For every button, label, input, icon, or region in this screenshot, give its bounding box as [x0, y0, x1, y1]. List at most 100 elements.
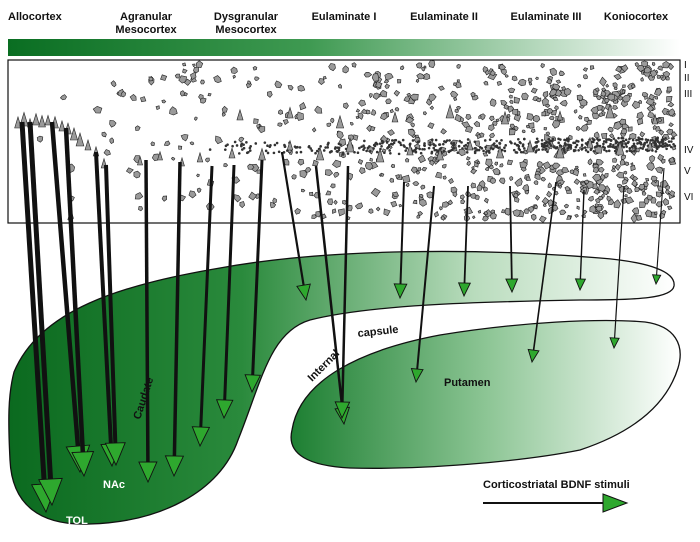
- cortex-cell: [593, 188, 600, 195]
- cortex-cell: [482, 152, 489, 157]
- cortex-cell: [337, 208, 345, 217]
- cortex-cell: [592, 166, 599, 174]
- granule-cell: [586, 150, 590, 154]
- cortex-cell: [624, 161, 630, 166]
- granule-cell: [643, 143, 646, 146]
- granule-cell: [540, 144, 544, 148]
- cortex-cell: [607, 126, 614, 133]
- legend: Corticostriatal BDNF stimuli: [483, 479, 630, 513]
- cortex-cell: [557, 182, 562, 187]
- cortex-cell: [528, 81, 533, 86]
- cortex-cell: [594, 203, 599, 208]
- cortex-cell: [200, 79, 205, 85]
- header-dysgranular-line2: Mesocortex: [215, 24, 277, 36]
- granule-cell: [397, 140, 401, 144]
- granule-cell: [514, 151, 518, 154]
- granule-cell: [596, 144, 600, 147]
- cortex-cell: [394, 107, 400, 112]
- cortex-cell: [614, 163, 621, 171]
- granule-cell: [391, 139, 394, 142]
- granule-cell: [466, 138, 470, 141]
- projection-arrow-shaft: [399, 181, 405, 285]
- granule-cell: [608, 145, 611, 148]
- cortex-cell: [248, 191, 258, 201]
- granule-cell: [423, 147, 426, 151]
- granule-cell: [487, 149, 491, 153]
- cortex-cell: [494, 161, 499, 166]
- header-agranular-line1: Agranular: [120, 11, 173, 23]
- cortex-cell: [429, 105, 434, 111]
- granule-cell: [387, 143, 391, 147]
- granule-cell: [613, 149, 617, 153]
- cortex-cell: [620, 128, 628, 135]
- cortex-cell: [326, 198, 333, 206]
- granule-cell: [523, 147, 526, 150]
- granule-cell: [436, 149, 440, 153]
- cortex-cell: [646, 105, 655, 113]
- cortex-cell: [221, 105, 228, 113]
- cortex-cell: [476, 134, 482, 140]
- granule-cell: [293, 145, 297, 148]
- granule-cell: [386, 146, 390, 149]
- cortex-cell: [477, 209, 482, 214]
- cortex-cell: [182, 62, 187, 67]
- granule-cell: [631, 138, 635, 142]
- granule-cell: [363, 146, 366, 150]
- cortex-cell: [630, 213, 639, 224]
- layer-label-v: V: [684, 166, 691, 177]
- granule-cell: [563, 142, 567, 145]
- cortex-cell: [347, 204, 353, 212]
- cortex-cell: [479, 113, 486, 121]
- cortex-cell: [308, 191, 314, 197]
- granule-cell: [498, 142, 502, 145]
- projection-arrow-shaft: [223, 164, 236, 401]
- cortex-cell: [358, 99, 366, 107]
- cortex-cell: [539, 215, 547, 224]
- cortex-cell: [582, 173, 587, 177]
- cortex-cell: [612, 165, 616, 170]
- putamen-label: Putamen: [444, 377, 491, 389]
- granule-cell: [665, 147, 668, 151]
- cortex-cell: [364, 162, 374, 171]
- cortex-cell: [383, 208, 391, 217]
- projection-arrow-head: [244, 374, 262, 394]
- cortex-cell: [578, 98, 588, 107]
- cortex-cell: [527, 205, 535, 214]
- cortex-cell: [155, 105, 160, 110]
- granule-cell: [411, 139, 415, 142]
- granule-cell: [478, 146, 482, 149]
- cortex-cell: [623, 184, 630, 190]
- cortex-cell: [234, 194, 242, 203]
- pyramidal-cell: [526, 139, 534, 153]
- pyramidal-cell: [236, 108, 244, 121]
- cortex-cell: [596, 95, 602, 101]
- cortex-cell: [297, 158, 305, 166]
- cortex-cell: [615, 171, 625, 179]
- cortex-cell: [552, 162, 561, 170]
- granule-cell: [263, 141, 267, 144]
- cortex-cell: [645, 178, 650, 182]
- cortex-cell: [612, 105, 619, 110]
- granule-cell: [457, 144, 461, 148]
- cortex-cell: [171, 156, 176, 161]
- cortex-cell: [470, 182, 476, 189]
- granule-cell: [638, 141, 641, 145]
- cortex-cell: [389, 177, 395, 183]
- granule-cell: [622, 145, 626, 149]
- nac-label: NAc: [103, 479, 125, 491]
- cortex-cell: [109, 137, 115, 145]
- cortex-cell: [507, 105, 515, 113]
- cortex-cell: [466, 156, 471, 161]
- granule-cell: [612, 143, 615, 147]
- cortex-cell: [125, 167, 134, 174]
- cortex-cell: [609, 133, 615, 139]
- granule-cell: [326, 146, 329, 149]
- cortex-cell: [371, 108, 377, 116]
- layer-label-iii: III: [684, 89, 692, 100]
- cortex-cell: [508, 128, 516, 136]
- cortex-cell: [178, 75, 188, 84]
- cortex-cell: [454, 109, 459, 113]
- granule-cell: [566, 147, 570, 150]
- granule-cell: [592, 140, 595, 144]
- granule-cell: [644, 138, 648, 141]
